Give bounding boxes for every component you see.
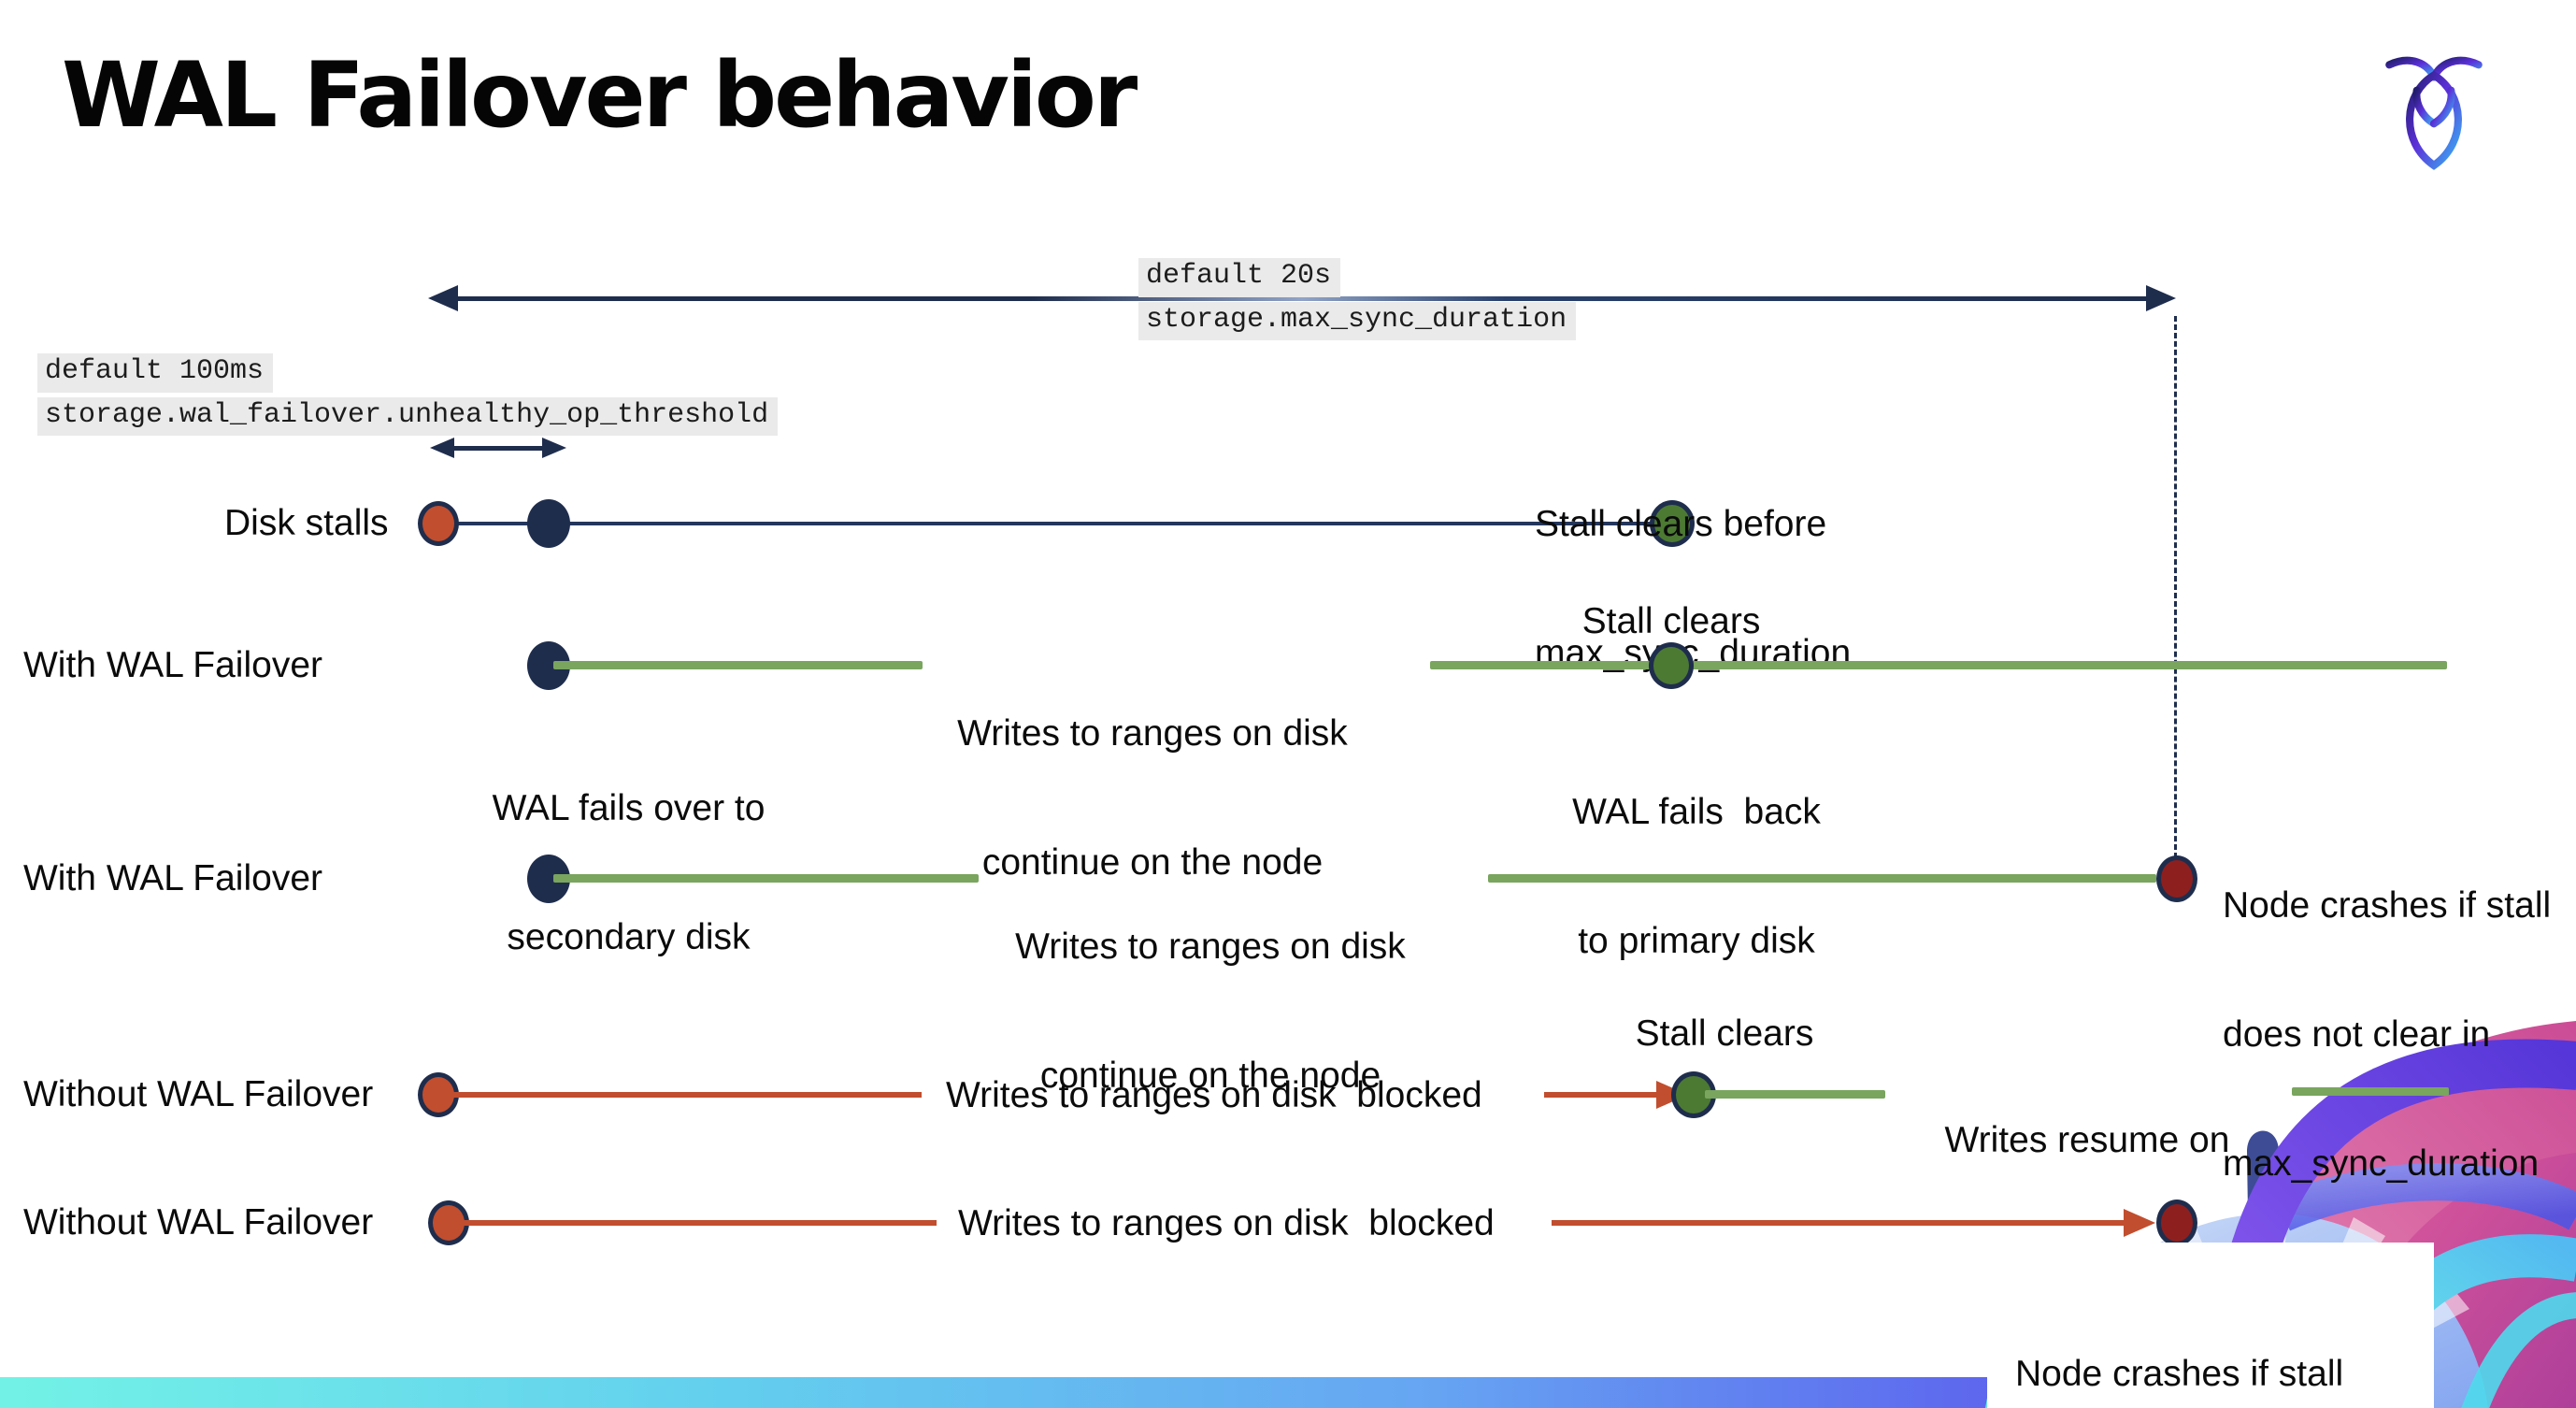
writes-blocked-line-1a	[441, 1092, 922, 1098]
cockroachdb-logo-icon	[2385, 56, 2483, 170]
row-label-with-wal-failover-2: With WAL Failover	[23, 858, 322, 898]
threshold-arrowhead-right-icon	[542, 438, 566, 458]
unhealthy-op-setting-chip: storage.wal_failover.unhealthy_op_thresh…	[37, 396, 779, 437]
stall-clears-note-1: Stall clears	[1581, 601, 1761, 641]
writes-continue-note-2: Writes to ranges on disk continue on the…	[1015, 927, 1406, 1097]
node-crash-note-1: Node crashes if stall does not clear in …	[2223, 885, 2552, 1185]
page-title: WAL Failover behavior	[62, 43, 1138, 148]
arrowhead-left-icon	[428, 285, 458, 311]
row-label-disk-stalls: Disk stalls	[224, 503, 389, 543]
writes-continue-line-2b	[1488, 874, 2156, 883]
writes-blocked-line-1b	[1544, 1092, 1664, 1098]
writes-blocked-note-1: Writes to ranges on disk blocked	[946, 1075, 1482, 1115]
writes-resume-line-a	[1705, 1090, 1885, 1099]
disk-stalls-timeline	[438, 522, 1672, 525]
arrowhead-right-icon	[2146, 285, 2176, 311]
unhealthy-op-threshold-labels: default 100ms storage.wal_failover.unhea…	[37, 353, 779, 440]
writes-blocked-note-2: Writes to ranges on disk blocked	[958, 1203, 1495, 1243]
max-sync-setting-chip: storage.max_sync_duration	[1138, 301, 1577, 341]
max-sync-default-chip: default 20s	[1138, 258, 1341, 297]
threshold-arrow-line	[451, 446, 544, 451]
row-label-without-wal-failover-1: Without WAL Failover	[23, 1074, 374, 1114]
failback-dot	[1649, 642, 1694, 689]
node-crash-dot-2	[2156, 1200, 2197, 1246]
stall-clears-dot	[1650, 500, 1695, 547]
node-crash-note-2: Node crashes if stall does not clear in …	[2015, 1354, 2344, 1395]
writes-blocked-line-2a	[451, 1220, 937, 1226]
max-sync-duration-arrow-line	[454, 296, 2150, 301]
blocked-arrowhead-icon-2	[2124, 1209, 2155, 1237]
node-crash-dot-1	[2156, 855, 2197, 902]
writes-continue-note-1: Writes to ranges on disk continue on the…	[957, 713, 1348, 884]
wal-fails-back-note: WAL fails back to primary disk	[1572, 792, 1821, 962]
max-sync-deadline-dashed-line	[2174, 316, 2177, 858]
writes-continue-line-1b	[1430, 661, 2447, 669]
wal-fails-over-note: WAL fails over to secondary disk	[492, 788, 766, 958]
unhealthy-op-default-chip: default 100ms	[37, 353, 274, 393]
writes-blocked-line-2b	[1552, 1220, 2124, 1226]
writes-continue-line-1a	[553, 661, 923, 669]
node-crash-callout-box: Node crashes if stall does not clear in …	[1987, 1243, 2434, 1408]
stall-start-dot	[418, 501, 459, 546]
row-label-with-wal-failover-1: With WAL Failover	[23, 645, 322, 685]
row-label-without-wal-failover-2: Without WAL Failover	[23, 1202, 374, 1243]
writes-resume-line-b	[2292, 1087, 2449, 1096]
threshold-arrowhead-left-icon	[430, 438, 454, 458]
writes-continue-line-2a	[553, 874, 979, 883]
max-sync-duration-labels: default 20s storage.max_sync_duration	[1138, 258, 1577, 345]
stall-clears-note-2: Stall clears	[1635, 1013, 1814, 1054]
threshold-reached-dot	[527, 499, 570, 548]
